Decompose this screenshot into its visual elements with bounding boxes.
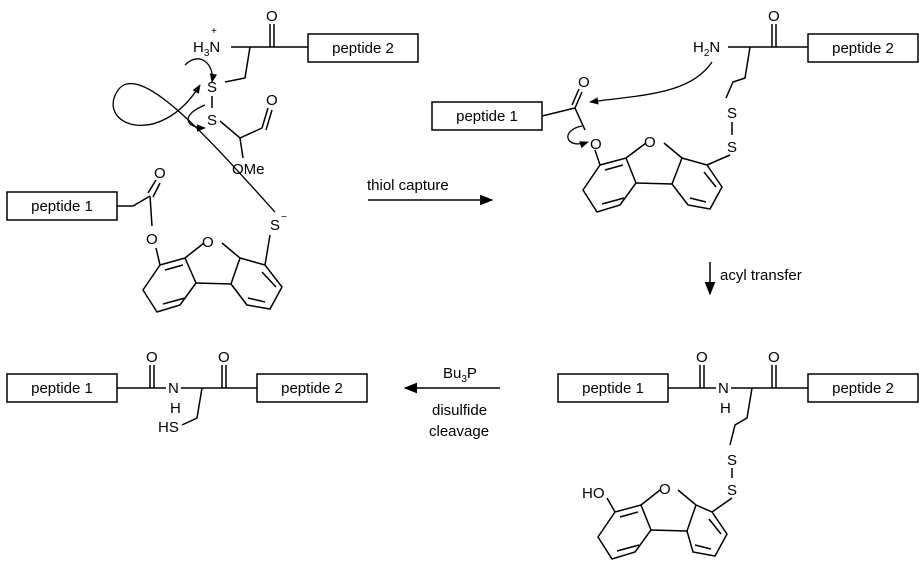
ligated-peptide: peptide 1 peptide 2 O N H O HS	[6, 349, 368, 436]
peptide-2-box	[807, 33, 919, 63]
svg-text:O: O	[266, 92, 278, 109]
peptide-2-label: peptide 2	[332, 40, 394, 57]
svg-text:O: O	[218, 349, 230, 366]
cleavage-label: cleavage	[429, 423, 489, 440]
peptide-1-box	[431, 101, 543, 131]
svg-text:O: O	[154, 165, 166, 182]
dibenzofuran-2: O	[582, 134, 731, 213]
peptide-1-label: peptide 1	[31, 380, 93, 397]
plus-charge: +	[211, 26, 217, 37]
svg-text:O: O	[590, 136, 602, 153]
svg-text:H: H	[170, 400, 181, 417]
svg-text:S: S	[727, 105, 737, 122]
thiol-capture-label: thiol capture	[367, 177, 449, 194]
peptide-2-label: peptide 2	[281, 380, 343, 397]
thiol-label: HS	[158, 419, 179, 436]
svg-text:N: N	[168, 380, 179, 397]
svg-text:O: O	[659, 481, 671, 498]
svg-text:S: S	[727, 139, 737, 156]
acyl-transfer-step: acyl transfer	[704, 262, 802, 296]
svg-text:S: S	[727, 452, 737, 469]
svg-text:O: O	[644, 134, 656, 151]
svg-text:HO: HO	[582, 485, 605, 502]
svg-text:O: O	[768, 8, 780, 25]
peptide-1-label: peptide 1	[582, 380, 644, 397]
svg-text:O: O	[202, 234, 214, 251]
peptide-1-box	[557, 373, 669, 403]
svg-text:S: S	[270, 217, 280, 234]
svg-text:O: O	[146, 349, 158, 366]
peptide-2-box	[307, 33, 419, 63]
thiolate-charge: −	[281, 212, 287, 223]
peptide-1-label: peptide 1	[31, 198, 93, 215]
bu3p-label: Bu3P	[443, 365, 477, 385]
svg-text:O: O	[768, 349, 780, 366]
captured-intermediate: peptide 2 H2N O S S peptide 1 O O O	[431, 8, 919, 213]
svg-text:H3N: H3N	[193, 39, 220, 59]
peptide-2-label: peptide 2	[832, 40, 894, 57]
dibenzofuran-1: O S −	[142, 212, 287, 313]
svg-text:S: S	[727, 482, 737, 499]
svg-text:S: S	[207, 79, 217, 96]
ammonium-label: H3N +	[193, 26, 220, 59]
amine-label: H2N	[693, 39, 720, 59]
svg-text:O: O	[696, 349, 708, 366]
starting-material: peptide 2 H3N + O S S O OMe peptide 1 O	[6, 8, 419, 313]
acyl-transfer-label: acyl transfer	[720, 267, 802, 284]
amide-disulfide-product: peptide 1 peptide 2 O N H O S S HO O	[557, 349, 919, 560]
svg-text:O: O	[146, 231, 158, 248]
svg-text:H: H	[720, 400, 731, 417]
dibenzofuran-3: HO O	[582, 481, 728, 560]
disulfide-cleavage-step: Bu3P disulfide cleavage	[403, 365, 500, 440]
thiol-capture-step: thiol capture	[367, 177, 494, 206]
peptide-2-box	[807, 373, 919, 403]
disulfide-label: disulfide	[432, 402, 487, 419]
peptide-2-label: peptide 2	[832, 380, 894, 397]
peptide-1-label: peptide 1	[456, 108, 518, 125]
svg-text:S: S	[207, 112, 217, 129]
svg-text:N: N	[718, 380, 729, 397]
svg-text:O: O	[266, 8, 278, 25]
svg-text:O: O	[578, 74, 590, 91]
